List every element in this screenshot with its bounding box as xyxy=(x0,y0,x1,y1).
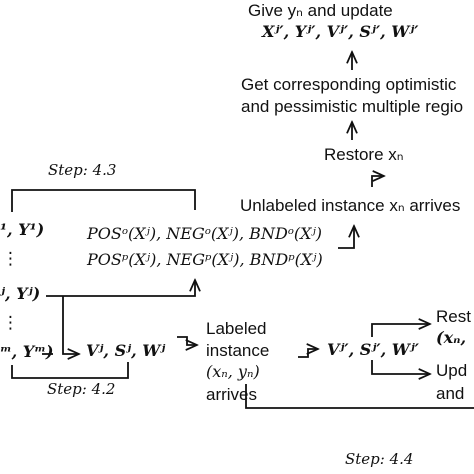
left-dots-1: ⋮ xyxy=(2,249,19,268)
get-regions-line1: Get corresponding optimistic xyxy=(241,75,457,94)
bracket-step-42 xyxy=(11,362,129,379)
vsw-label: Vʲ, Sʲ, Wʲ xyxy=(86,341,166,360)
optimistic-regions: POSᵒ(Xʲ), NEGᵒ(Xʲ), BNDᵒ(Xʲ) xyxy=(87,224,323,243)
labeled-line4: arrives xyxy=(206,385,258,404)
step-43-label: Step: 4.3 xyxy=(48,161,117,179)
pessimistic-regions: POSᵖ(Xʲ), NEGᵖ(Xʲ), BNDᵖ(Xʲ) xyxy=(87,250,323,269)
get-regions-line2: and pessimistic multiple regio xyxy=(241,97,464,116)
labeled-line2: instance xyxy=(206,341,270,360)
bracket-step-44 xyxy=(245,384,474,409)
arrow-to-restore xyxy=(371,176,384,187)
labeled-line3: (xₙ, yₙ) xyxy=(206,362,260,381)
restore-cropped-label: Rest xyxy=(436,307,471,326)
arrow-from-regions-to-unlabeled xyxy=(338,226,354,249)
labeled-line1: Labeled xyxy=(206,319,267,338)
vsw-prime-label: Vʲ′, Sʲ′, Wʲ′ xyxy=(327,340,419,359)
unlabeled-instance-label: Unlabeled instance xₙ arrives xyxy=(240,196,461,215)
left-row-j: ʲ, Yʲ) xyxy=(0,284,41,303)
left-row-m: ᵐ, Yᵐ) xyxy=(0,342,54,361)
give-and-update-label: Give yₙ and update xyxy=(248,1,393,20)
update-variables: Xʲ′, Yʲ′, Vʲ′, Sʲ′, Wʲ′ xyxy=(262,22,419,41)
restore-xn-label: Restore xₙ xyxy=(324,145,404,164)
bracket-step-43 xyxy=(11,189,196,212)
step-44-label: Step: 4.4 xyxy=(345,450,414,468)
arrow-vsw-to-labeled xyxy=(177,336,197,345)
and-cropped-label: and xyxy=(436,384,465,403)
arrow-fork-to-update xyxy=(371,360,430,374)
left-dots-2: ⋮ xyxy=(2,313,19,332)
restore-cropped-var: (xₙ, xyxy=(436,328,467,347)
arrow-labeled-to-vsw-prime xyxy=(298,349,318,358)
update-cropped-label: Upd xyxy=(436,361,468,380)
step-42-label: Step: 4.2 xyxy=(47,380,116,398)
arrow-row-j-to-regions xyxy=(46,280,195,297)
arrow-fork-to-restore xyxy=(371,324,430,337)
arrow-row-j-to-vsw xyxy=(62,296,79,354)
left-row-1: ¹, Y¹) xyxy=(0,220,45,239)
